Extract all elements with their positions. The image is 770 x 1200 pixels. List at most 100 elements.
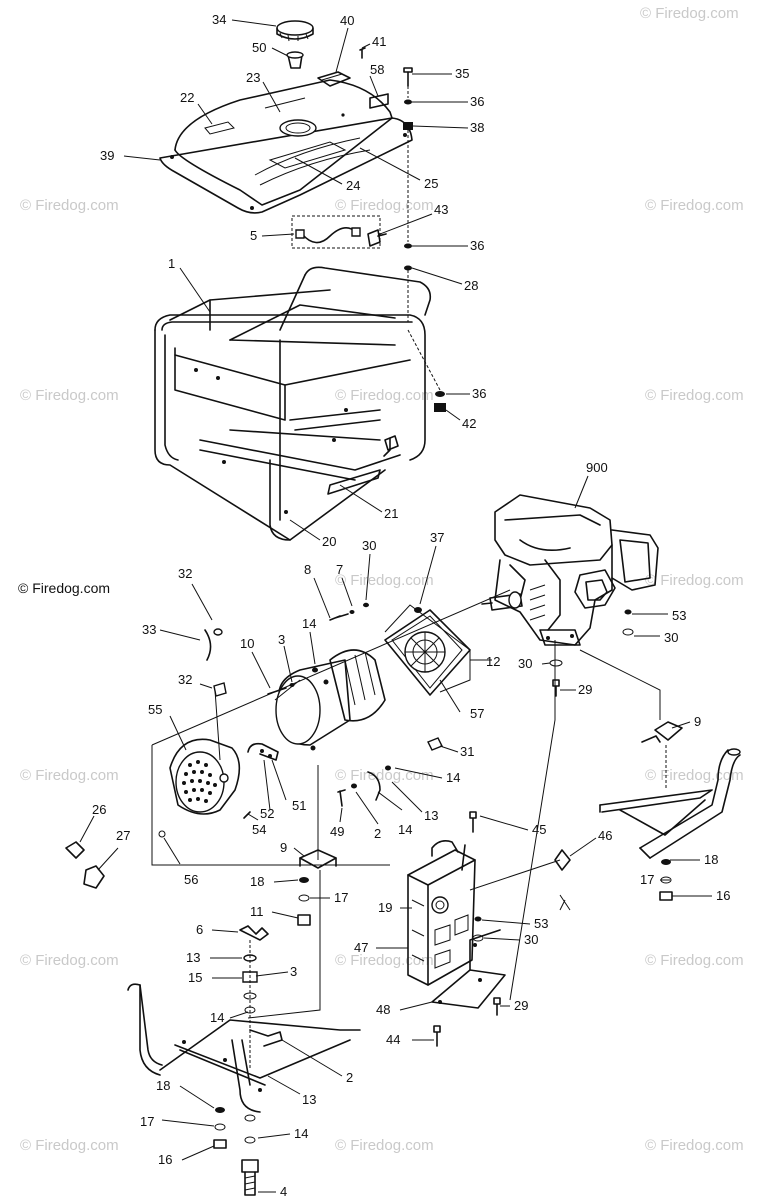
callout-5: 5 [250, 228, 257, 243]
callout-21: 21 [384, 506, 398, 521]
callout-18: 18 [250, 874, 264, 889]
callout-15: 15 [188, 970, 202, 985]
callout-37: 37 [430, 530, 444, 545]
watermark: © Firedog.com [335, 572, 434, 589]
callout-51: 51 [292, 798, 306, 813]
decal [369, 93, 389, 109]
muffler-bracket [431, 929, 506, 1009]
watermarks: © Firedog.com © Firedog.com © Firedog.co… [20, 5, 744, 1154]
watermark: © Firedog.com [645, 387, 744, 404]
callout-16: 16 [158, 1152, 172, 1167]
callout-9: 9 [694, 714, 701, 729]
callout-30: 30 [664, 630, 678, 645]
callout-33: 33 [142, 622, 156, 637]
callout-35: 35 [455, 66, 469, 81]
callout-16: 16 [716, 888, 730, 903]
label-leaders [79, 19, 712, 1193]
callout-53: 53 [672, 608, 686, 623]
brush-holder [247, 742, 279, 761]
callout-36: 36 [472, 386, 486, 401]
callout-13: 13 [186, 950, 200, 965]
callout-6: 6 [196, 922, 203, 937]
fuel-cap [276, 20, 314, 42]
callout-14: 14 [294, 1126, 308, 1141]
callout-38: 38 [470, 120, 484, 135]
left-handle-assembly [127, 983, 361, 1196]
callout-11: 11 [250, 904, 264, 919]
callout-49: 49 [330, 824, 344, 839]
watermark: © Firedog.com [645, 767, 744, 784]
watermark: © Firedog.com [645, 952, 744, 969]
callout-39: 39 [100, 148, 114, 163]
callout-23: 23 [246, 70, 260, 85]
callout-7: 7 [336, 562, 343, 577]
callout-14: 14 [302, 616, 316, 631]
watermark-strong: © Firedog.com [18, 580, 110, 596]
callout-17: 17 [140, 1114, 154, 1129]
watermark: © Firedog.com [645, 197, 744, 214]
tank-mount-hardware [403, 67, 446, 412]
callout-22: 22 [180, 90, 194, 105]
callout-32: 32 [178, 566, 192, 581]
left-mount-assembly [239, 849, 337, 1070]
callout-20: 20 [322, 534, 336, 549]
callout-17: 17 [334, 890, 348, 905]
watermark: © Firedog.com [20, 197, 119, 214]
fuel-strainer [286, 51, 304, 69]
callout-1: 1 [168, 256, 175, 271]
callout-43: 43 [434, 202, 448, 217]
callout-32: 32 [178, 672, 192, 687]
callout-12: 12 [486, 654, 500, 669]
callout-30: 30 [362, 538, 376, 553]
watermark: © Firedog.com [20, 1137, 119, 1154]
alternator-fan-plate [384, 609, 471, 696]
callout-30: 30 [518, 656, 532, 671]
fuel-gauge [317, 47, 366, 87]
callout-13: 13 [302, 1092, 316, 1107]
watermark: © Firedog.com [335, 1137, 434, 1154]
callout-26: 26 [92, 802, 106, 817]
callout-29: 29 [514, 998, 528, 1013]
part-labels: 34 40 41 50 23 58 35 22 36 38 39 25 24 4… [92, 12, 730, 1199]
fuel-line-kit [291, 215, 387, 249]
callout-45: 45 [532, 822, 546, 837]
muffler-hardware [433, 811, 571, 1047]
callout-50: 50 [252, 40, 266, 55]
callout-47: 47 [354, 940, 368, 955]
callout-31: 31 [460, 744, 474, 759]
callout-42: 42 [462, 416, 476, 431]
right-handle-assembly [599, 721, 741, 901]
callout-8: 8 [304, 562, 311, 577]
callout-2: 2 [374, 826, 381, 841]
callout-14: 14 [210, 1010, 224, 1025]
watermark: © Firedog.com [645, 1137, 744, 1154]
callout-3: 3 [290, 964, 297, 979]
callout-30: 30 [524, 932, 538, 947]
callout-36: 36 [470, 238, 484, 253]
callout-19: 19 [378, 900, 392, 915]
callout-52: 52 [260, 806, 274, 821]
watermark: © Firedog.com [335, 197, 434, 214]
callout-46: 46 [598, 828, 612, 843]
callout-57: 57 [470, 706, 484, 721]
end-cover [169, 738, 241, 815]
watermark: © Firedog.com [640, 5, 739, 22]
callout-36: 36 [470, 94, 484, 109]
callout-25: 25 [424, 176, 438, 191]
watermark: © Firedog.com [335, 387, 434, 404]
watermark: © Firedog.com [645, 572, 744, 589]
callout-28: 28 [464, 278, 478, 293]
callout-24: 24 [346, 178, 360, 193]
callout-9: 9 [280, 840, 287, 855]
callout-44: 44 [386, 1032, 400, 1047]
callout-4: 4 [280, 1184, 287, 1199]
callout-14: 14 [398, 822, 412, 837]
watermark: © Firedog.com [20, 767, 119, 784]
callout-2: 2 [346, 1070, 353, 1085]
callout-14: 14 [446, 770, 460, 785]
callout-56: 56 [184, 872, 198, 887]
callout-48: 48 [376, 1002, 390, 1017]
fuel-tank [159, 79, 413, 214]
alternator-assembly [275, 649, 386, 751]
callout-18: 18 [156, 1078, 170, 1093]
